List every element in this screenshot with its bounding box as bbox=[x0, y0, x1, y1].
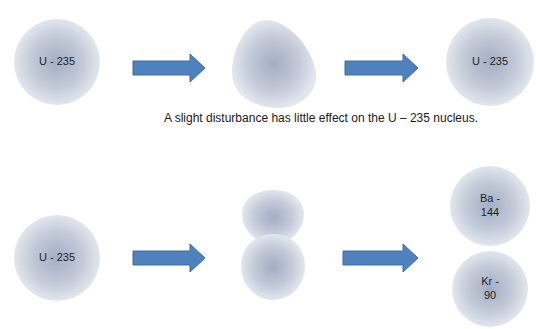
nucleus-label: Ba - 144 bbox=[474, 192, 506, 220]
process-arrow bbox=[343, 244, 418, 272]
nucleus-fill bbox=[450, 166, 530, 246]
nucleus-label: U - 235 bbox=[27, 55, 87, 69]
nucleus-circle: U - 235 bbox=[446, 18, 534, 106]
nucleus-circle: U - 235 bbox=[14, 19, 100, 105]
caption-note: A slight disturbance has little effect o… bbox=[164, 111, 478, 125]
nucleus-fill bbox=[14, 19, 100, 105]
nucleus-label: U - 235 bbox=[27, 251, 87, 265]
splitting-nucleus bbox=[241, 190, 305, 300]
process-arrow bbox=[345, 54, 418, 82]
nucleus-circle: Kr - 90 bbox=[452, 251, 528, 327]
process-arrow bbox=[133, 54, 205, 82]
nucleus-fill bbox=[452, 251, 528, 327]
deformed-nucleus bbox=[232, 20, 316, 108]
nucleus-label: U - 235 bbox=[460, 55, 520, 69]
nucleus-label: Kr - 90 bbox=[474, 275, 506, 303]
nucleus-circle: U - 235 bbox=[14, 215, 100, 301]
process-arrow bbox=[133, 244, 205, 272]
nucleus-circle: Ba - 144 bbox=[450, 166, 530, 246]
nucleus-fill bbox=[446, 18, 534, 106]
nucleus-fill bbox=[14, 215, 100, 301]
